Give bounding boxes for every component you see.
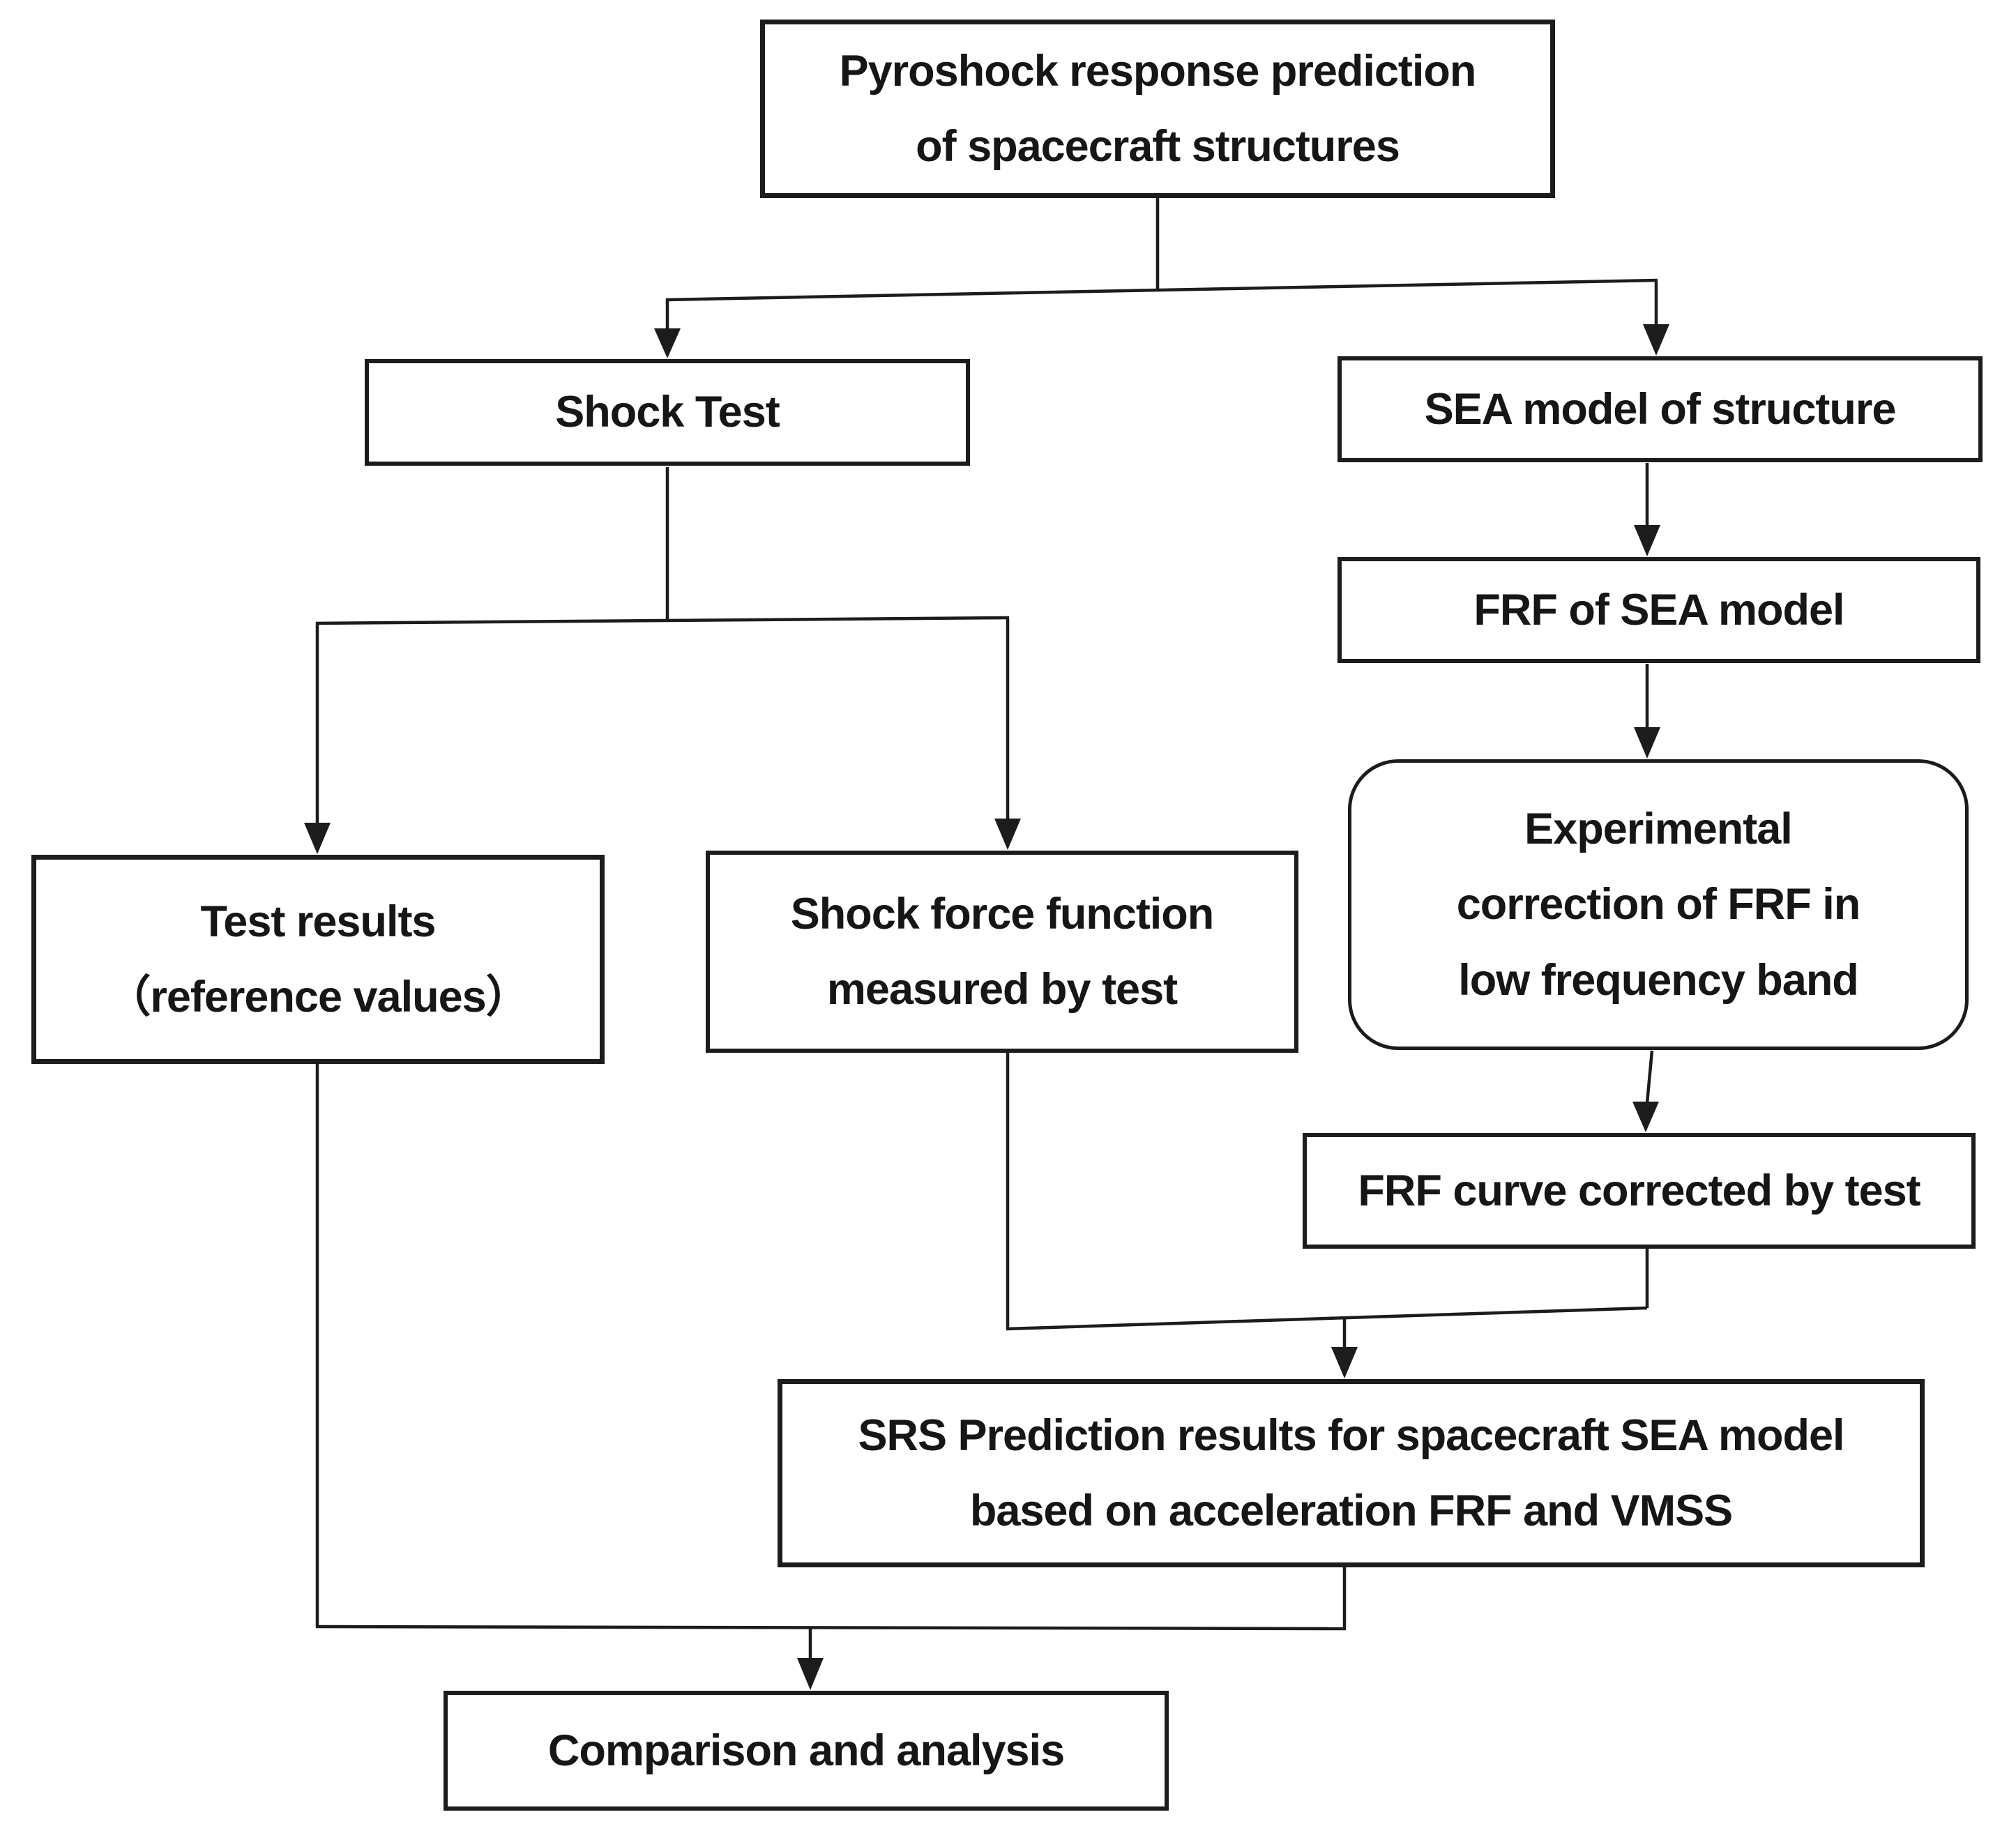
arrowhead-icon [1634,525,1660,556]
node-sea-model-label: SEA model of structure [1424,384,1897,434]
node-frf-curve-corrected: FRF curve corrected by test [1303,1133,1976,1249]
arrowhead-icon [304,823,331,854]
node-frf-sea-model: FRF of SEA model [1337,557,1980,663]
node-pyroshock-prediction: Pyroshock response prediction of spacecr… [760,20,1555,198]
arrowhead-icon [1331,1347,1358,1378]
edge-shock-branch [315,616,1010,625]
node-experimental-correction: Experimental correction of FRF in low fr… [1348,759,1969,1050]
edge-correction-to-curve [1645,1050,1654,1104]
edge-bottom-merge [315,1625,1347,1631]
node-comparison-analysis-label: Comparison and analysis [547,1726,1065,1775]
node-shock-test: Shock Test [365,359,970,466]
arrowhead-icon [654,328,681,358]
node-shock-force-function-label: Shock force function measured by test [790,889,1215,1014]
arrowhead-icon [1643,324,1669,356]
node-shock-force-function: Shock force function measured by test [706,851,1298,1053]
node-srs-prediction-label: SRS Prediction results for spacecraft SE… [858,1410,1844,1535]
node-shock-test-label: Shock Test [555,388,780,437]
node-frf-curve-corrected-label: FRF curve corrected by test [1358,1166,1920,1215]
edge-merge-line [1006,1306,1648,1331]
node-pyroshock-prediction-label: Pyroshock response prediction of spacecr… [839,46,1477,171]
arrowhead-icon [994,819,1021,850]
node-frf-sea-model-label: FRF of SEA model [1473,585,1844,634]
arrowhead-icon [1634,727,1660,759]
node-sea-model: SEA model of structure [1337,356,1983,462]
node-comparison-analysis: Comparison and analysis [444,1691,1169,1811]
arrowhead-icon [797,1658,824,1690]
edge-top-branch [665,278,1658,302]
node-test-results: Test results （reference values） [31,855,605,1064]
node-test-results-label: Test results （reference values） [107,897,529,1021]
node-experimental-correction-label: Experimental correction of FRF in low fr… [1456,804,1860,1005]
node-srs-prediction: SRS Prediction results for spacecraft SE… [778,1379,1925,1567]
arrowhead-icon [1632,1102,1659,1132]
